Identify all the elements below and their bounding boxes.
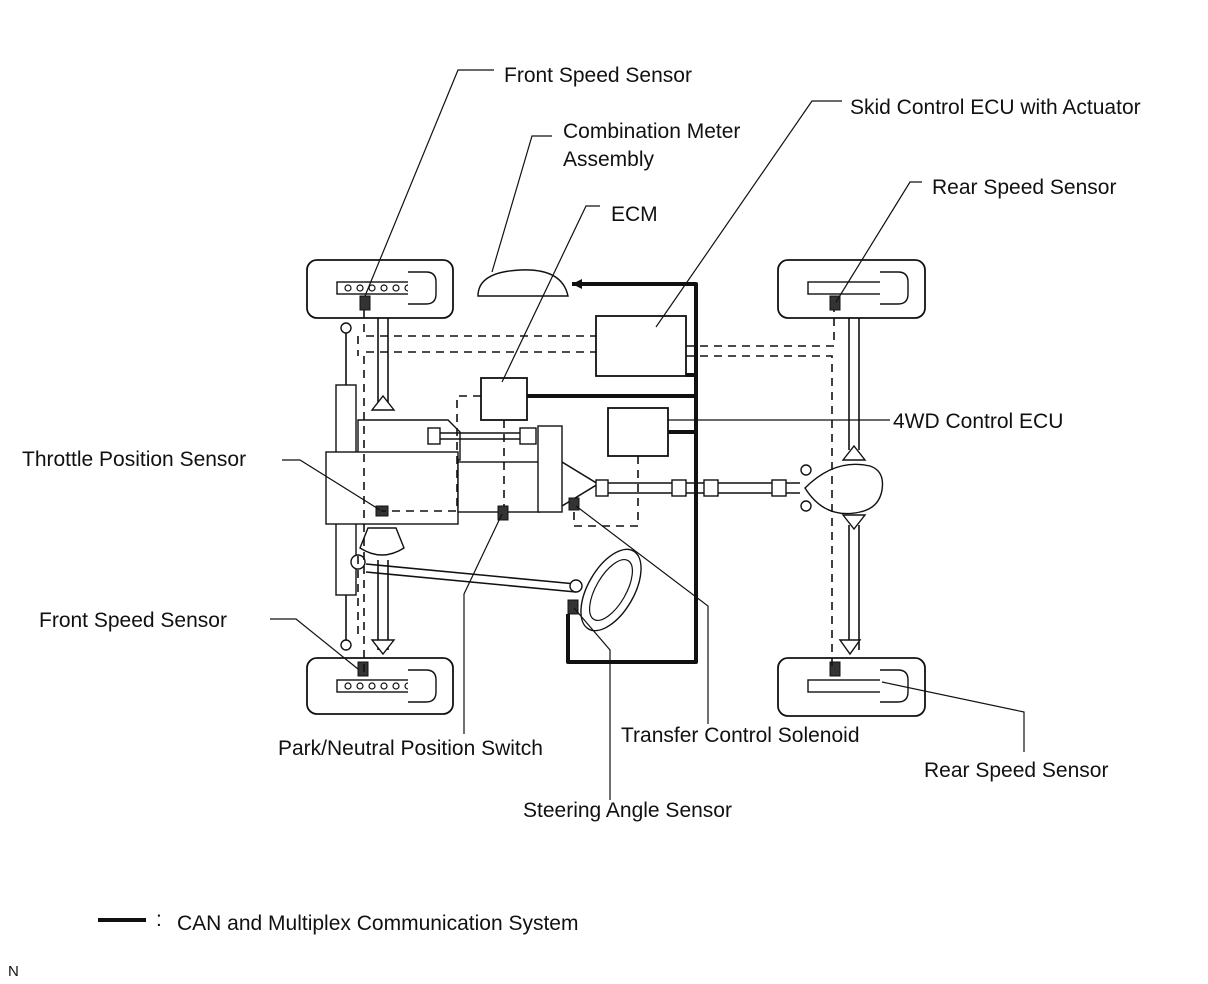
- label-throttle-position-sensor: Throttle Position Sensor: [22, 448, 246, 471]
- label-ecm: ECM: [611, 203, 658, 226]
- label-steering-angle-sensor: Steering Angle Sensor: [523, 799, 732, 822]
- sensor-wiring-dashed: [357, 310, 835, 672]
- ecm-box: [480, 377, 528, 421]
- leader-lines: [270, 69, 1025, 800]
- label-4wd-control-ecu: 4WD Control ECU: [893, 410, 1063, 433]
- rear-axle: [800, 318, 884, 656]
- 4wd-control-ecu-box: [607, 407, 669, 457]
- label-rear-speed-sensor-bottom: Rear Speed Sensor: [924, 759, 1108, 782]
- combination-meter-shape: [477, 269, 569, 297]
- engine-transmission: [325, 419, 600, 570]
- label-combination-meter-line2: Assembly: [563, 148, 655, 171]
- propeller-shaft: [427, 427, 800, 497]
- front-right-wheel: [306, 657, 454, 715]
- steering-wheel: [365, 548, 642, 632]
- label-transfer-control-solenoid: Transfer Control Solenoid: [621, 724, 860, 747]
- label-front-speed-sensor-bottom: Front Speed Sensor: [39, 609, 227, 632]
- corner-mark: N: [8, 963, 19, 980]
- label-skid-control-ecu: Skid Control ECU with Actuator: [850, 96, 1141, 119]
- front-left-wheel: [306, 259, 454, 319]
- legend-separator: :: [156, 908, 162, 931]
- skid-control-ecu-box: [595, 315, 687, 377]
- label-combination-meter-line1: Combination Meter: [563, 120, 740, 143]
- legend-text: CAN and Multiplex Communication System: [177, 912, 578, 935]
- label-front-speed-sensor-top: Front Speed Sensor: [504, 64, 692, 87]
- label-park-neutral-switch: Park/Neutral Position Switch: [278, 737, 543, 760]
- can-bus-lines: [527, 279, 698, 664]
- label-rear-speed-sensor-top: Rear Speed Sensor: [932, 176, 1116, 199]
- legend: : CAN and Multiplex Communication System: [98, 908, 578, 935]
- rear-left-wheel: [777, 259, 926, 319]
